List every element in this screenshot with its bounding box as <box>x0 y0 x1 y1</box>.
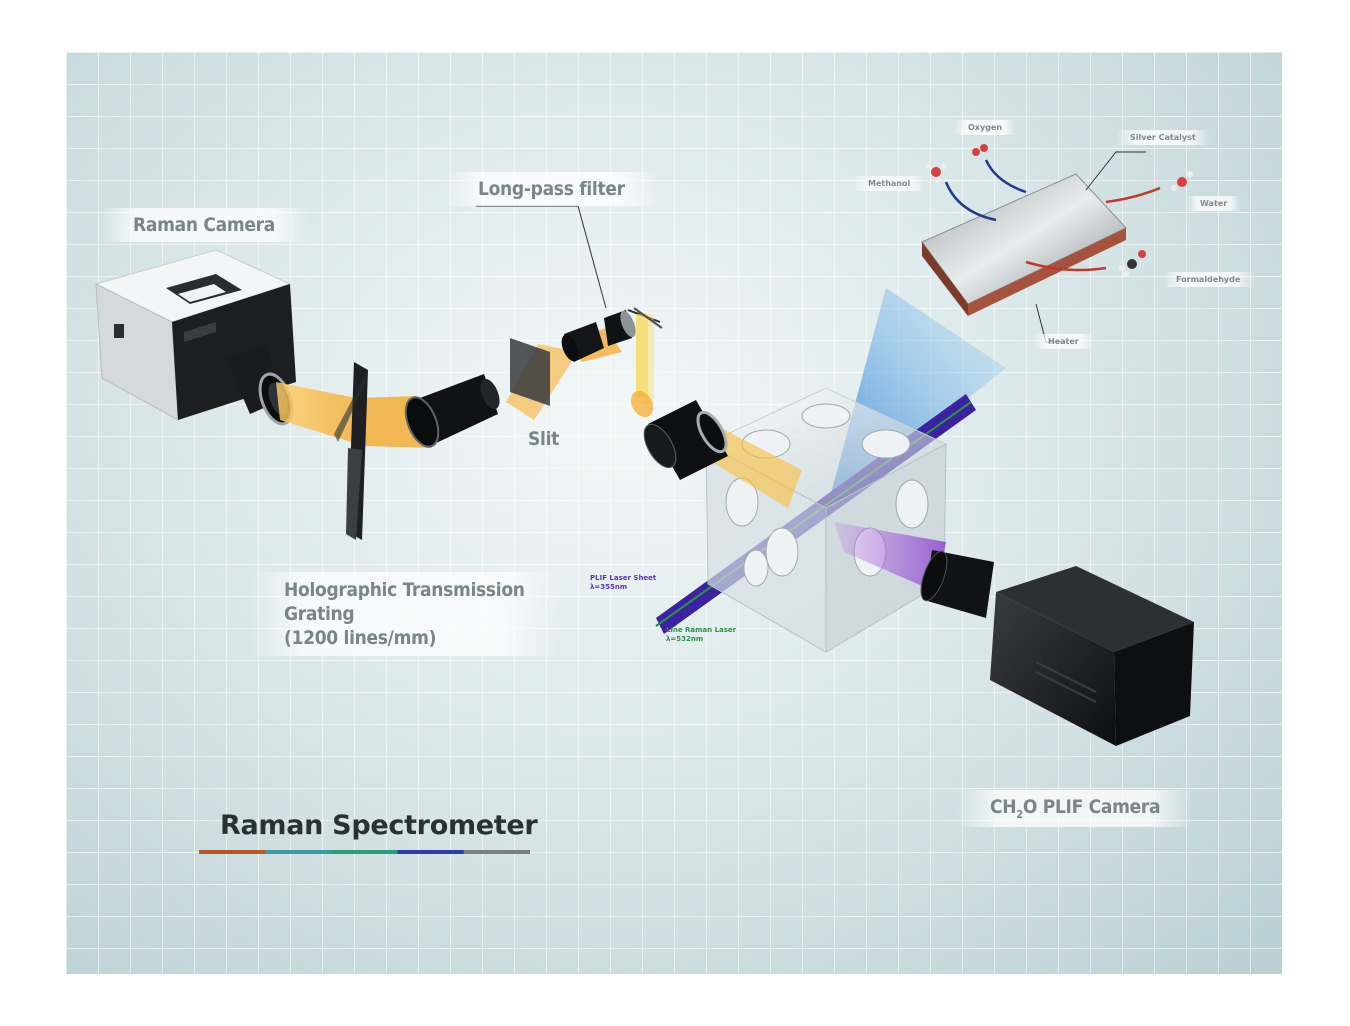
label-plif-laser-sheet: PLIF Laser Sheet λ=355nm <box>590 574 656 592</box>
optical-setup-illustration <box>94 144 1194 746</box>
title-underline-segment <box>463 850 530 854</box>
label-grating: Holographic Transmission Grating (1200 l… <box>250 572 559 656</box>
label-plif-camera-prefix: CH <box>990 796 1017 818</box>
label-formaldehyde: Formaldehyde <box>1162 272 1255 287</box>
label-plif-camera-sub: 2 <box>1016 807 1023 821</box>
title-underline-segment <box>397 850 465 854</box>
label-raman-laser: Line Raman Laser λ=532nm <box>666 626 736 644</box>
label-plif-camera-suffix: O PLIF Camera <box>1022 796 1161 818</box>
label-raman-camera: Raman Camera <box>99 208 310 242</box>
label-grating-line1: Holographic Transmission <box>284 579 525 601</box>
plif-camera <box>920 550 1194 746</box>
molecules <box>925 144 1193 277</box>
diagram-panel: Raman Camera Long-pass filter Slit Holog… <box>66 52 1282 974</box>
silver-catalyst-plate <box>921 173 1127 316</box>
long-pass-filter <box>561 309 661 362</box>
combustion-cell-cube <box>704 387 948 653</box>
label-plif-laser-line2: λ=355nm <box>590 583 628 591</box>
title-underline-segment <box>265 850 332 854</box>
label-water: Water <box>1186 196 1242 211</box>
label-raman-laser-line2: λ=532nm <box>666 635 704 643</box>
focusing-lens-tube <box>404 374 500 448</box>
label-methanol: Methanol <box>854 176 925 191</box>
raman-laser-periscope <box>630 307 663 418</box>
title-underline <box>199 850 530 854</box>
label-plif-laser-line1: PLIF Laser Sheet <box>590 574 657 582</box>
label-plif-camera: CH2O PLIF Camera <box>956 790 1195 827</box>
raman-collection-objective <box>643 400 728 480</box>
plif-collection-cone <box>834 522 946 592</box>
title-underline-segment <box>199 850 266 854</box>
label-long-pass-filter: Long-pass filter <box>444 172 659 206</box>
label-grating-line2: Grating <box>284 603 355 625</box>
slit <box>510 338 550 406</box>
label-grating-line3: (1200 lines/mm) <box>284 627 437 649</box>
label-heater: Heater <box>1034 334 1093 349</box>
holographic-grating <box>334 362 368 540</box>
label-silver-catalyst: Silver Catalyst <box>1116 130 1210 145</box>
gas-flow-arrows <box>944 159 1161 272</box>
label-oxygen: Oxygen <box>954 120 1017 135</box>
label-raman-laser-line1: Line Raman Laser <box>666 626 737 634</box>
diagram-title: Raman Spectrometer <box>220 810 538 841</box>
label-slit: Slit <box>528 428 559 450</box>
title-underline-segment <box>331 850 399 854</box>
